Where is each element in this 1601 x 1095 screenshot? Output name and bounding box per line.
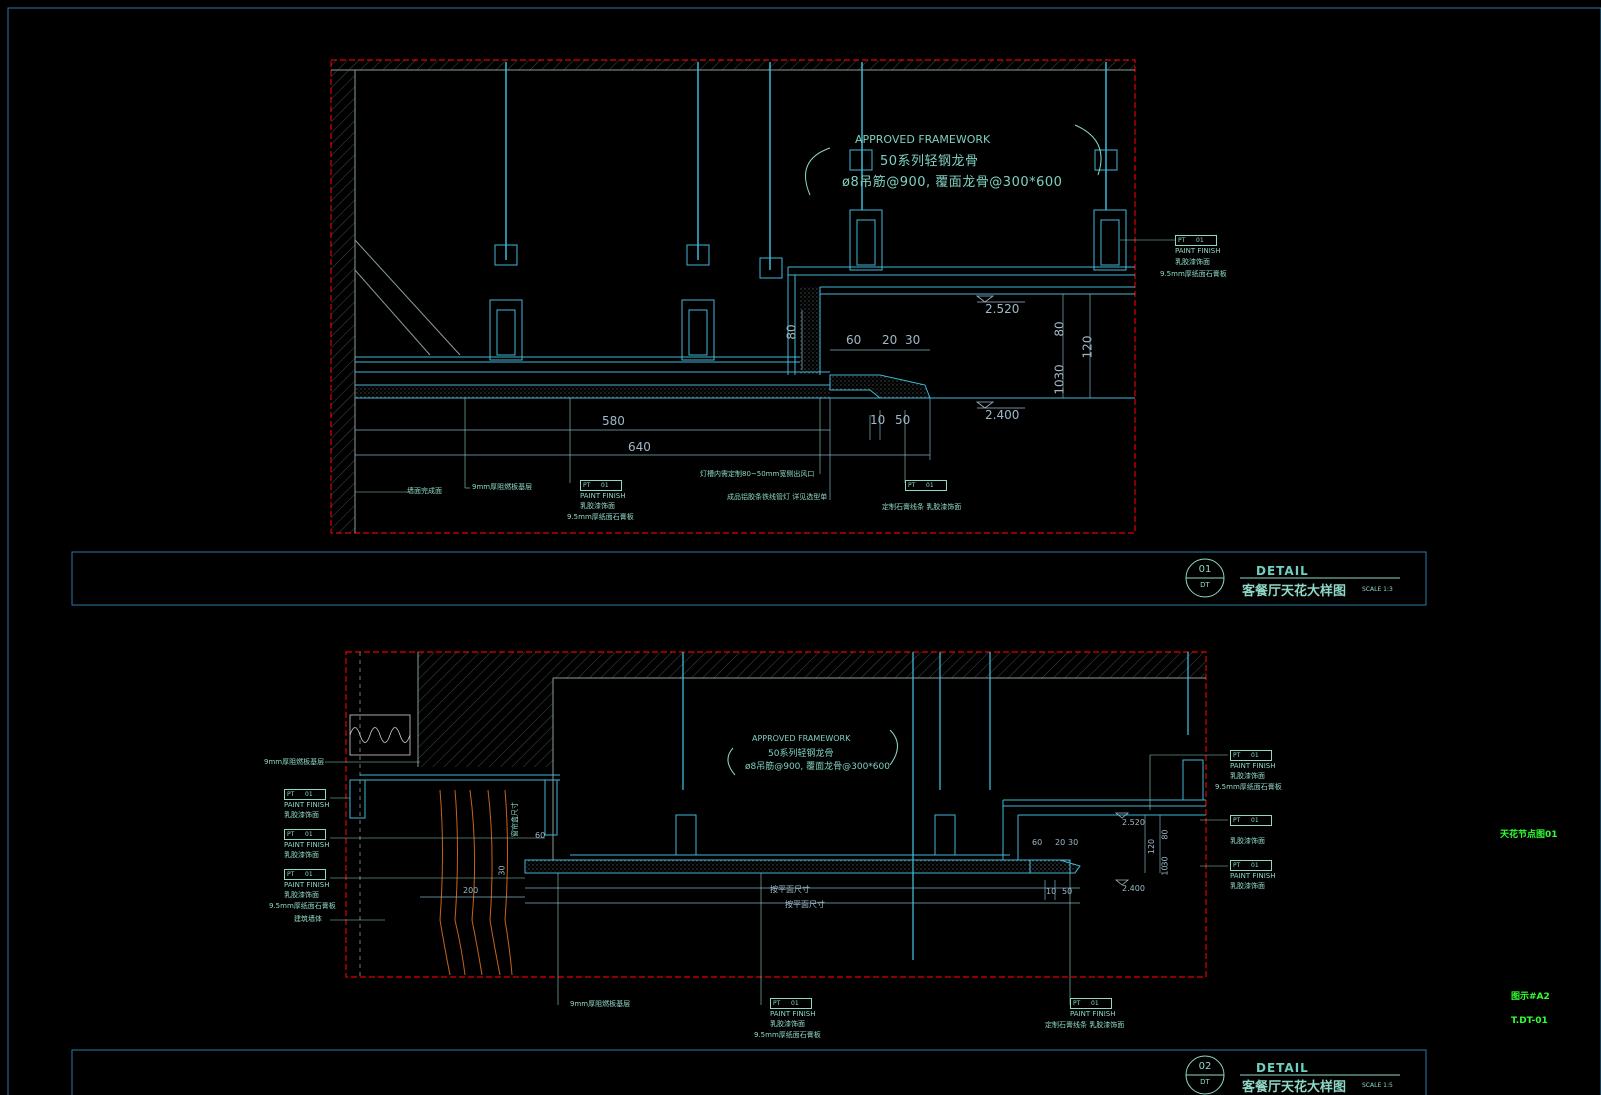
d2-pt-r3-finish: PAINT FINISH bbox=[1230, 872, 1276, 880]
d1-dim-4: 80 bbox=[1052, 321, 1067, 337]
d2-pt-b2-finish: PAINT FINISH bbox=[1070, 1010, 1116, 1018]
d1-level-upper: 2.520 bbox=[985, 302, 1020, 316]
d2-left-board: 9mm厚阻燃板基层 bbox=[264, 758, 325, 766]
d1-pt-right-board: 9.5mm厚纸面石膏板 bbox=[1160, 270, 1227, 278]
d1-pt-right-finish: PAINT FINISH bbox=[1175, 247, 1221, 255]
d2-dim-4: 20 bbox=[1055, 838, 1066, 847]
d2-dim-0: 60 bbox=[535, 831, 546, 840]
d2-level-upper: 2.520 bbox=[1122, 818, 1145, 827]
d2-dim-1: 30 bbox=[497, 865, 507, 876]
d2-pt-r1-finish: PAINT FINISH bbox=[1230, 762, 1276, 770]
d2-tb-dt: DT bbox=[1200, 1078, 1210, 1086]
d2-curtain-note: 窗帘盒尺寸 bbox=[511, 802, 519, 837]
d1-framework-en: APPROVED FRAMEWORK bbox=[855, 133, 991, 146]
d2-pt-r3-cn: 乳胶漆饰面 bbox=[1230, 882, 1265, 890]
d2-pt-b2-note: 定制石膏线条 乳胶漆饰面 bbox=[1045, 1021, 1125, 1029]
d1-tb-detail: DETAIL bbox=[1256, 564, 1309, 578]
d2-dim-3: 60 bbox=[1032, 838, 1043, 847]
detail-01-drawing bbox=[330, 59, 1175, 534]
d1-note-wall: 墙面完成面 bbox=[407, 487, 442, 495]
d1-note-slot: 灯槽内需定制80~50mm宽侧出风口 bbox=[700, 470, 815, 478]
d1-pt-right-cn: 乳胶漆饰面 bbox=[1175, 258, 1210, 266]
d1-tb-scale: SCALE 1:3 bbox=[1362, 586, 1393, 593]
d1-dim-5: 120 bbox=[1080, 335, 1095, 359]
d1-dim-11: 640 bbox=[628, 440, 651, 454]
d2-dim-2: 200 bbox=[463, 886, 479, 895]
d2-dim-11: 50 bbox=[1062, 887, 1073, 896]
detail-02-drawing bbox=[325, 651, 1228, 1005]
side-label-figure: 图示#A2 bbox=[1511, 992, 1550, 1002]
d2-framework-en: APPROVED FRAMEWORK bbox=[752, 734, 851, 743]
d1-pt-mid-finish: PAINT FINISH bbox=[580, 492, 626, 500]
d2-pt-l1-cn: 乳胶漆饰面 bbox=[284, 811, 319, 819]
d1-framework-cn: 50系列轻钢龙骨 bbox=[880, 154, 979, 169]
d2-dim-h1: 按平面尺寸 bbox=[770, 885, 810, 894]
d2-dim-8: 10 bbox=[1160, 865, 1170, 876]
d1-dim-6: 10 bbox=[1052, 379, 1067, 395]
d2-dim-5: 30 bbox=[1068, 838, 1079, 847]
d2-pt-l3-board: 9.5mm厚纸面石膏板 bbox=[269, 902, 336, 910]
d1-pt-gypsum-note: 定制石膏线条 乳胶漆饰面 bbox=[882, 503, 962, 511]
d2-pt-l2-finish: PAINT FINISH bbox=[284, 841, 330, 849]
d2-tb-scale: SCALE 1:5 bbox=[1362, 1082, 1393, 1089]
d1-pt-mid-cn: 乳胶漆饰面 bbox=[580, 502, 615, 510]
d2-pt-b1-finish: PAINT FINISH bbox=[770, 1010, 816, 1018]
d2-level-lower: 2.400 bbox=[1122, 884, 1145, 893]
d1-tb-title: 客餐厅天花大样图 bbox=[1242, 584, 1347, 599]
d2-tb-num: 02 bbox=[1198, 1061, 1212, 1072]
d2-pt-l3-cn: 乳胶漆饰面 bbox=[284, 891, 319, 899]
d1-note-light: 成品铝胶条铁线管灯 详见选型单 bbox=[727, 493, 828, 501]
d2-dim-6: 80 bbox=[1160, 829, 1170, 840]
d2-pt-r1-cn: 乳胶漆饰面 bbox=[1230, 772, 1265, 780]
d2-pt-b1-board: 9.5mm厚纸面石膏板 bbox=[754, 1031, 821, 1039]
side-label-sheet: T.DT-01 bbox=[1511, 1016, 1548, 1026]
side-label-node: 天花节点图01 bbox=[1500, 830, 1558, 840]
d1-dim-7: 30 bbox=[1052, 364, 1067, 380]
title-block-02 bbox=[71, 1049, 1427, 1095]
d2-tb-detail: DETAIL bbox=[1256, 1061, 1309, 1075]
d1-dim-2: 20 bbox=[882, 333, 898, 347]
d1-dim-8: 10 bbox=[870, 413, 886, 427]
d1-framework-spec: ø8吊筋@900, 覆面龙骨@300*600 bbox=[842, 175, 1063, 190]
d2-left-wall: 建筑墙体 bbox=[294, 915, 322, 923]
d2-dim-10: 10 bbox=[1046, 887, 1057, 896]
d2-pt-l1-finish: PAINT FINISH bbox=[284, 801, 330, 809]
d1-dim-10: 580 bbox=[602, 414, 625, 428]
d1-tb-num: 01 bbox=[1198, 564, 1212, 575]
d1-note-board: 9mm厚阻燃板基层 bbox=[472, 483, 533, 491]
d1-pt-mid-board: 9.5mm厚纸面石膏板 bbox=[567, 513, 634, 521]
d1-dim-3: 30 bbox=[905, 333, 921, 347]
d2-dim-9: 30 bbox=[1160, 856, 1170, 867]
d2-tb-title: 客餐厅天花大样图 bbox=[1242, 1080, 1347, 1095]
d2-dim-h2: 按平面尺寸 bbox=[785, 900, 825, 909]
d2-pt-l3-finish: PAINT FINISH bbox=[284, 881, 330, 889]
title-block-01 bbox=[71, 551, 1427, 606]
d2-framework-spec: ø8吊筋@900, 覆面龙骨@300*600 bbox=[745, 762, 890, 772]
d1-dim-1: 60 bbox=[846, 333, 862, 347]
d2-framework-cn: 50系列轻钢龙骨 bbox=[768, 749, 834, 759]
d2-bottom-board: 9mm厚阻燃板基层 bbox=[570, 1000, 631, 1008]
d2-pt-r1-board: 9.5mm厚纸面石膏板 bbox=[1215, 783, 1282, 791]
d1-dim-9: 50 bbox=[895, 413, 911, 427]
d2-pt-l2-cn: 乳胶漆饰面 bbox=[284, 851, 319, 859]
d1-level-lower: 2.400 bbox=[985, 408, 1020, 422]
d2-pt-r2-cn: 乳胶漆饰面 bbox=[1230, 837, 1265, 845]
d2-dim-7: 120 bbox=[1147, 838, 1157, 855]
d1-dim-0: 80 bbox=[784, 324, 799, 340]
d1-tb-dt: DT bbox=[1200, 581, 1210, 589]
d2-pt-b1-cn: 乳胶漆饰面 bbox=[770, 1020, 805, 1028]
